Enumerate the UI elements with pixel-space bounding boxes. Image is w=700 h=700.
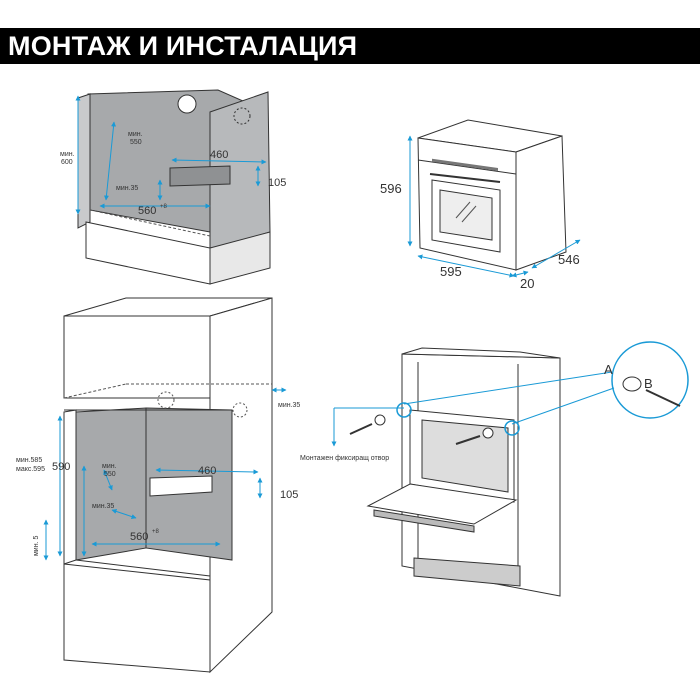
bl-min35-top: мин.35	[278, 402, 300, 409]
cabinet-niche-diagram	[75, 89, 271, 285]
mount-label-b: B	[644, 376, 653, 391]
tl-min-label: мин.	[60, 151, 75, 158]
bl-min35: мин.35	[92, 503, 114, 510]
mounting-diagram	[331, 341, 689, 597]
tl-min-550-value: 550	[130, 139, 142, 146]
oven-width: 595	[440, 264, 462, 279]
mount-fixing-hole: Монтажен фиксиращ отвор	[300, 455, 389, 462]
section-header: МОНТАЖ И ИНСТАЛАЦИЯ	[0, 28, 700, 64]
mount-label-a: A	[604, 362, 613, 377]
tl-min-550-label: мин.	[128, 131, 143, 138]
oven-height: 596	[380, 181, 402, 196]
tall-cabinet-diagram	[43, 297, 287, 674]
bl-min-label: мин.	[102, 463, 117, 470]
oven-dimensions-diagram	[407, 119, 581, 278]
bl-dim-460: 460	[198, 465, 216, 477]
bl-tol-560: +8	[152, 529, 160, 535]
tl-dim-460: 460	[210, 149, 228, 161]
bl-dim-560: 560	[130, 531, 148, 543]
bl-max595: макс.595	[16, 466, 45, 473]
section-title: МОНТАЖ И ИНСТАЛАЦИЯ	[8, 31, 358, 61]
bl-min585: мин.585	[16, 457, 42, 464]
tl-min-600-value: 600	[61, 159, 73, 166]
tl-dim-560: 560	[138, 205, 156, 217]
oven-depth: 546	[558, 252, 580, 267]
oven-door-depth: 20	[520, 276, 534, 291]
bl-min5: мин. 5	[33, 536, 40, 556]
bl-dim-105: 105	[280, 489, 298, 501]
tl-min35: мин.35	[116, 185, 138, 192]
bl-min-550-value: 550	[104, 471, 116, 478]
bl-dim-590: 590	[52, 461, 70, 473]
tl-dim-105: 105	[268, 177, 286, 189]
tl-tol-560: +8	[160, 204, 168, 210]
